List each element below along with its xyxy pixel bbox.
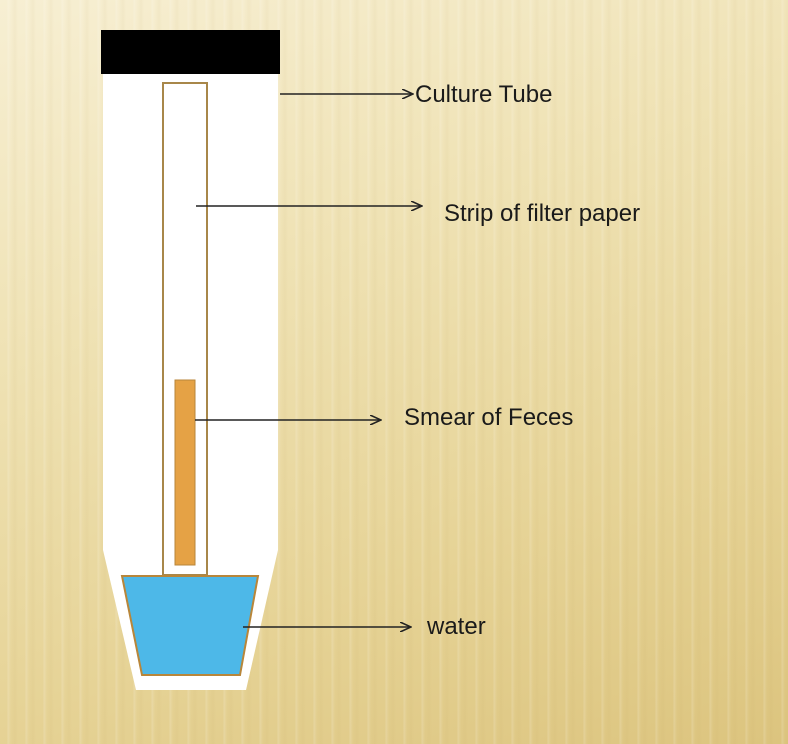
label-culture-tube: Culture Tube <box>415 81 552 108</box>
feces-smear <box>174 379 196 566</box>
tube-cap <box>101 30 280 74</box>
label-filter-paper: Strip of filter paper <box>444 200 640 227</box>
water-fill <box>120 575 260 676</box>
label-feces-smear: Smear of Feces <box>404 404 573 431</box>
label-water: water <box>426 613 486 640</box>
